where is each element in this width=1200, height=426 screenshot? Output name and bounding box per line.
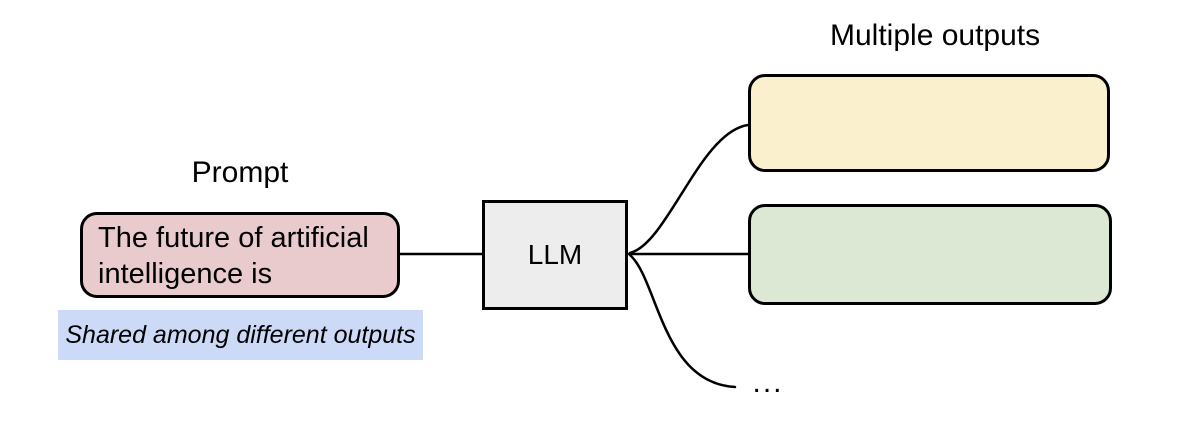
prompt-box-text: The future of artificial intelligence is <box>98 222 369 290</box>
output-box-1 <box>748 74 1110 172</box>
connector-llm-to-ellipsis <box>628 253 737 389</box>
connector-llm-to-output-1 <box>628 123 750 255</box>
shared-note: Shared among different outputs <box>58 310 423 360</box>
llm-box: LLM <box>482 200 628 310</box>
output-box-2 <box>748 204 1112 305</box>
more-outputs-ellipsis: ... <box>752 366 784 399</box>
prompt-label: Prompt <box>191 156 289 189</box>
prompt-box: The future of artificial intelligence is <box>80 212 400 298</box>
llm-box-label: LLM <box>527 239 583 270</box>
outputs-label: Multiple outputs <box>830 19 1041 52</box>
shared-note-text: Shared among different outputs <box>65 321 416 349</box>
